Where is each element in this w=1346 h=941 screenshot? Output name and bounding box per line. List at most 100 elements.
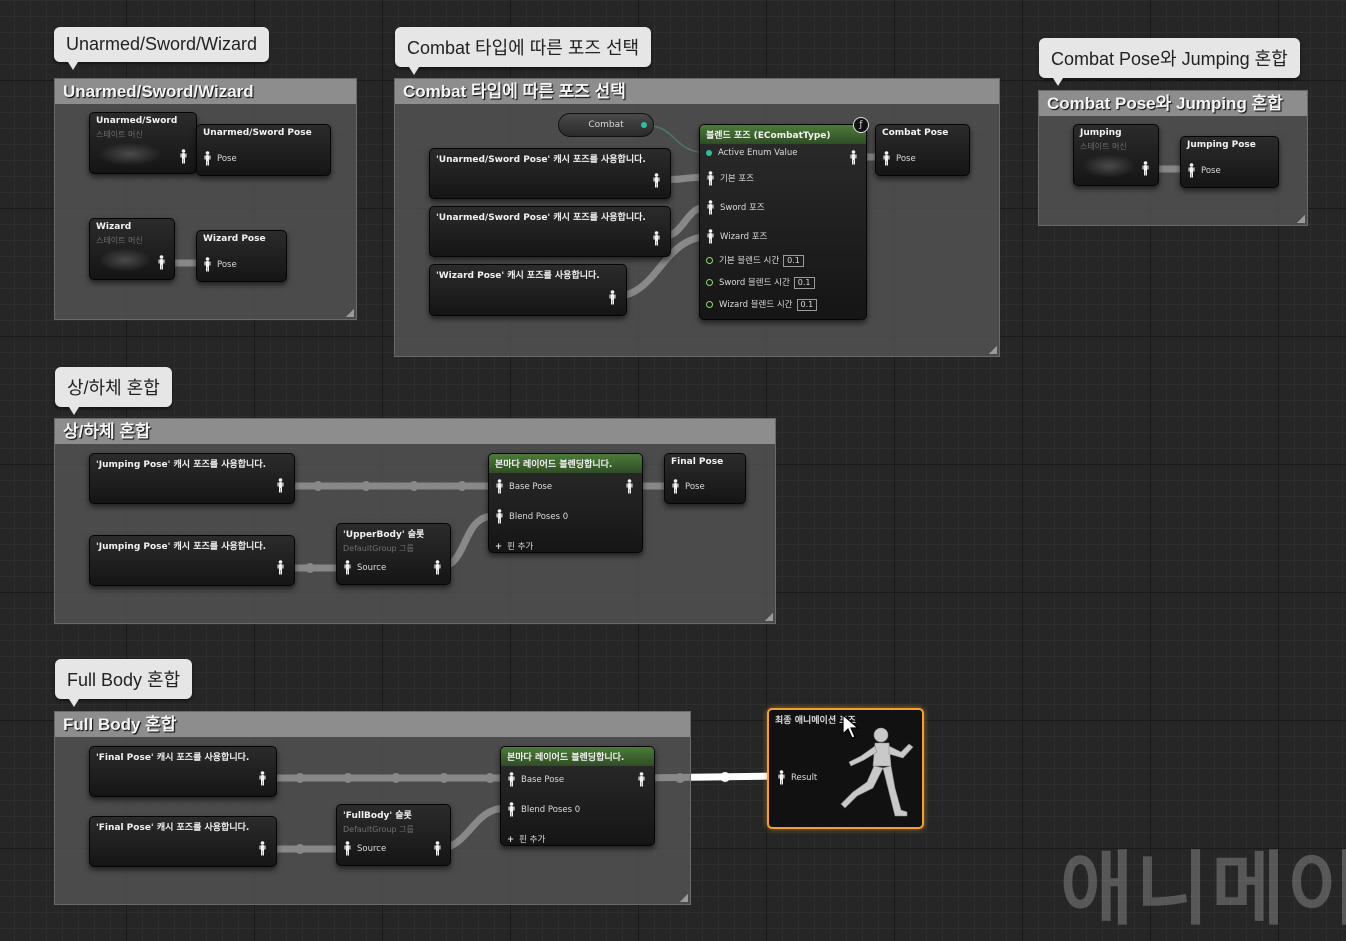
enum-output-pin[interactable] xyxy=(641,122,647,128)
pose-pin[interactable]: Pose xyxy=(1187,163,1221,178)
base-pose-pin[interactable]: Base Pose xyxy=(507,772,564,787)
pose-pin-icon[interactable] xyxy=(507,772,516,787)
pose-pin-icon[interactable] xyxy=(179,149,188,164)
layered-blend-per-bone-node-1[interactable]: 본마다 레이어드 블렌딩합니다. Base Pose Blend Poses 0… xyxy=(488,453,643,553)
comment-bubble-unarmed[interactable]: Unarmed/Sword/Wizard xyxy=(54,27,270,70)
comment-header-combat[interactable]: Combat 타입에 따른 포즈 선택 xyxy=(395,79,999,104)
pose-pin-icon[interactable] xyxy=(1187,163,1196,178)
node-title: 최종 애니메이션 포즈 xyxy=(775,716,856,726)
use-cached-pose-node-unarmed-1[interactable]: 'Unarmed/Sword Pose' 캐시 포즈를 사용합니다. xyxy=(429,148,671,199)
comment-bubble-combat[interactable]: Combat 타입에 따른 포즈 선택 xyxy=(395,27,652,75)
pose-pin-icon[interactable] xyxy=(706,200,715,215)
node-title: Final Pose xyxy=(671,457,724,467)
layered-blend-per-bone-node-2[interactable]: 본마다 레이어드 블렌딩합니다. Base Pose Blend Poses 0… xyxy=(500,746,655,846)
pose-output-pin-icon[interactable] xyxy=(625,479,634,494)
state-thumbnail xyxy=(100,143,160,165)
source-pin[interactable]: Source xyxy=(343,841,386,856)
blend-poses-pin[interactable]: Blend Poses 0 xyxy=(495,509,568,524)
save-cached-pose-node-unarmed[interactable]: Unarmed/Sword Pose Pose xyxy=(196,124,331,176)
pose-output-pin-icon[interactable] xyxy=(637,772,646,787)
slot-node-fullbody[interactable]: 'FullBody' 슬롯 DefaultGroup 그룹 Source xyxy=(336,804,451,866)
slot-node-upperbody[interactable]: 'UpperBody' 슬롯 DefaultGroup 그룹 Source xyxy=(336,523,451,585)
comment-box-upperlower[interactable]: 상/하체 혼합 xyxy=(54,418,776,624)
comment-header-unarmed[interactable]: Unarmed/Sword/Wizard xyxy=(55,79,356,104)
pose-pin-icon[interactable] xyxy=(706,229,715,244)
pose-pin-icon[interactable] xyxy=(343,841,352,856)
use-cached-pose-node-wizard[interactable]: 'Wizard Pose' 캐시 포즈를 사용합니다. xyxy=(429,264,627,316)
state-machine-node-jumping[interactable]: Jumping 스테이트 머신 xyxy=(1073,124,1159,186)
pose-pin-icon[interactable] xyxy=(671,479,680,494)
combat-variable-getter[interactable]: Combat xyxy=(558,113,654,137)
blend-time-input[interactable]: 0.1 xyxy=(793,277,815,289)
pose-pin-icon[interactable] xyxy=(495,479,504,494)
comment-header-fullbody[interactable]: Full Body 혼합 xyxy=(55,712,690,737)
use-cached-pose-node-final-1[interactable]: 'Final Pose' 캐시 포즈를 사용합니다. xyxy=(89,746,277,797)
sword-pose-pin[interactable]: Sword 포즈 xyxy=(706,200,765,215)
use-cached-pose-node-final-2[interactable]: 'Final Pose' 캐시 포즈를 사용합니다. xyxy=(89,816,277,867)
pose-pin-icon[interactable] xyxy=(203,257,212,272)
wizard-pose-pin[interactable]: Wizard 포즈 xyxy=(706,229,767,244)
node-subtitle: 스테이트 머신 xyxy=(96,130,143,139)
pose-pin-icon[interactable] xyxy=(652,231,661,246)
resize-grip[interactable] xyxy=(346,309,354,317)
pose-output-pin-icon[interactable] xyxy=(849,150,858,165)
comment-bubble-jumping[interactable]: Combat Pose와 Jumping 혼합 xyxy=(1039,38,1300,86)
blend-time-input[interactable]: 0.1 xyxy=(783,255,804,267)
resize-grip[interactable] xyxy=(1297,215,1305,223)
add-pin-button[interactable]: +핀 추가 xyxy=(495,540,533,552)
pose-pin-icon[interactable] xyxy=(1141,161,1150,176)
resize-grip[interactable] xyxy=(989,346,997,354)
comment-header-jumping[interactable]: Combat Pose와 Jumping 혼합 xyxy=(1039,91,1307,116)
base-pose-pin[interactable]: Base Pose xyxy=(495,479,552,494)
pin-label: Pose xyxy=(685,482,705,492)
blend-time-input[interactable]: 0.1 xyxy=(796,299,818,311)
state-thumbnail xyxy=(100,249,150,271)
add-pin-button[interactable]: +핀 추가 xyxy=(507,833,545,845)
pose-pin[interactable]: Pose xyxy=(203,151,237,166)
use-cached-pose-node-unarmed-2[interactable]: 'Unarmed/Sword Pose' 캐시 포즈를 사용합니다. xyxy=(429,206,671,257)
pose-pin-icon[interactable] xyxy=(706,171,715,186)
state-machine-node-unarmed[interactable]: Unarmed/Sword 스테이트 머신 xyxy=(89,112,197,174)
pose-pin-icon[interactable] xyxy=(203,151,212,166)
resize-grip[interactable] xyxy=(765,613,773,621)
pose-pin-icon[interactable] xyxy=(258,771,267,786)
blend-poses-by-enum-node[interactable]: 블렌드 포즈 (ECombatType) ƒ Active Enum Value… xyxy=(699,117,869,320)
pose-pin-icon[interactable] xyxy=(157,255,166,270)
use-cached-pose-node-jumping-1[interactable]: 'Jumping Pose' 캐시 포즈를 사용합니다. xyxy=(89,453,295,504)
use-cached-pose-node-jumping-2[interactable]: 'Jumping Pose' 캐시 포즈를 사용합니다. xyxy=(89,535,295,586)
pose-pin-icon[interactable] xyxy=(608,290,617,305)
pose-pin-icon[interactable] xyxy=(276,478,285,493)
pose-pin[interactable]: Pose xyxy=(882,151,916,166)
comment-bubble-upperlower[interactable]: 상/하체 혼합 xyxy=(55,367,172,415)
base-pose-pin[interactable]: 기본 포즈 xyxy=(706,171,754,186)
resize-grip[interactable] xyxy=(680,894,688,902)
pose-pin-icon[interactable] xyxy=(507,802,516,817)
pose-pin-icon[interactable] xyxy=(276,560,285,575)
save-cached-pose-node-jumping[interactable]: Jumping Pose Pose xyxy=(1180,136,1279,188)
save-cached-pose-node-wizard[interactable]: Wizard Pose Pose xyxy=(196,230,287,282)
pose-pin-icon[interactable] xyxy=(652,173,661,188)
comment-bubble-fullbody[interactable]: Full Body 혼합 xyxy=(55,659,193,707)
save-cached-pose-node-final[interactable]: Final Pose Pose xyxy=(664,453,746,504)
pin-label: 핀 추가 xyxy=(519,835,546,845)
blend-poses-pin[interactable]: Blend Poses 0 xyxy=(507,802,580,817)
pose-pin-icon[interactable] xyxy=(258,841,267,856)
pose-pin-icon[interactable] xyxy=(777,770,786,785)
pose-output-pin-icon[interactable] xyxy=(433,560,442,575)
pose-pin-icon[interactable] xyxy=(495,509,504,524)
pose-pin[interactable]: Pose xyxy=(671,479,705,494)
result-pin[interactable]: Result xyxy=(777,770,817,785)
pin-label: Blend Poses 0 xyxy=(521,805,581,815)
active-enum-pin[interactable]: Active Enum Value xyxy=(706,148,797,158)
state-machine-node-wizard[interactable]: Wizard 스테이트 머신 xyxy=(89,218,175,280)
pose-pin-icon[interactable] xyxy=(882,151,891,166)
source-pin[interactable]: Source xyxy=(343,560,386,575)
save-cached-pose-node-combat[interactable]: Combat Pose Pose xyxy=(875,124,970,176)
pose-output-pin-icon[interactable] xyxy=(433,841,442,856)
pose-pin-icon[interactable] xyxy=(343,560,352,575)
pose-pin[interactable]: Pose xyxy=(203,257,237,272)
comment-header-upperlower[interactable]: 상/하체 혼합 xyxy=(55,419,775,444)
